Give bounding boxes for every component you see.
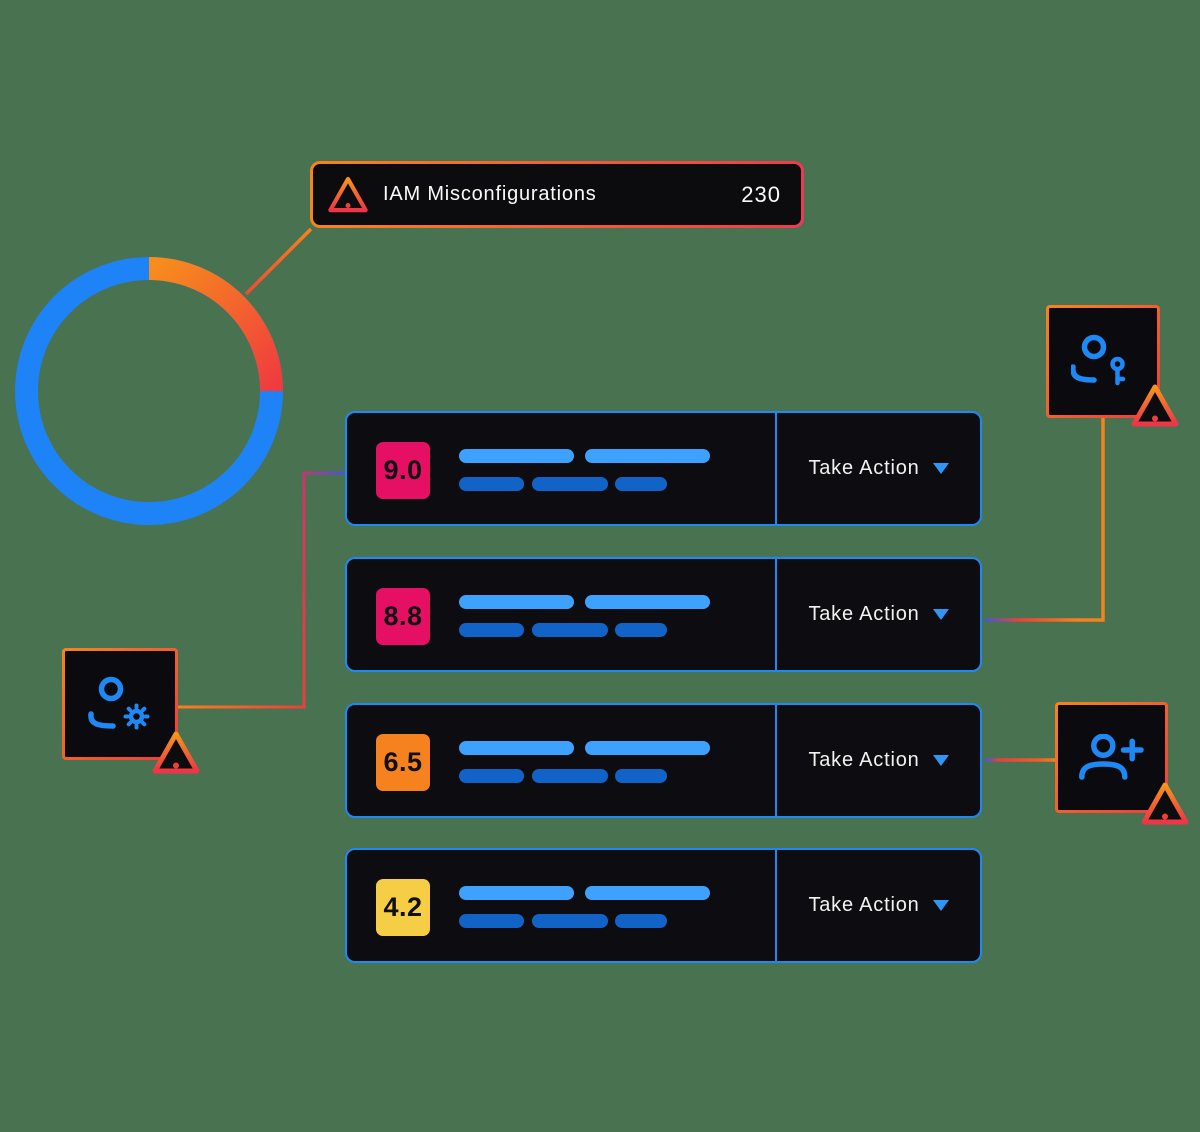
skeleton-bar — [532, 914, 608, 928]
skeleton-bar — [459, 477, 524, 491]
warning-icon — [1141, 782, 1189, 825]
skeleton-bar — [459, 449, 574, 463]
card-divider — [775, 413, 777, 524]
skeleton-bar — [615, 477, 667, 491]
iam-tile-user-key — [1046, 305, 1179, 427]
user-plus-icon — [1078, 733, 1144, 780]
severity-score-badge: 4.2 — [376, 879, 430, 936]
skeleton-bar — [459, 623, 524, 637]
take-action-button[interactable]: Take Action — [777, 413, 980, 524]
skeleton-bar — [585, 741, 710, 755]
card-divider — [775, 705, 777, 816]
skeleton-bar — [532, 769, 608, 783]
user-gear-icon — [88, 676, 150, 730]
chevron-down-icon — [932, 755, 949, 766]
card-divider — [775, 559, 777, 670]
iam-tile-user-gear — [62, 648, 200, 774]
take-action-button[interactable]: Take Action — [777, 559, 980, 670]
take-action-label: Take Action — [808, 749, 920, 771]
warning-icon — [1131, 384, 1179, 427]
connector-gear-tile-to-card1 — [177, 471, 346, 709]
warning-icon — [152, 731, 200, 774]
finding-card-2: 8.8 Take Action — [345, 557, 982, 672]
finding-card-3: 6.5 Take Action — [345, 703, 982, 818]
iam-tile-user-plus — [1055, 702, 1189, 825]
alert-banner[interactable]: IAM Misconfigurations 230 — [310, 161, 804, 228]
severity-score-badge: 6.5 — [376, 734, 430, 791]
take-action-button[interactable]: Take Action — [777, 705, 980, 816]
skeleton-bar — [615, 623, 667, 637]
take-action-label: Take Action — [808, 603, 920, 625]
donut-segment-misconfigurations — [148, 257, 283, 392]
chevron-down-icon — [932, 900, 949, 911]
skeleton-bar — [585, 886, 710, 900]
finding-card-4: 4.2 Take Action — [345, 848, 982, 963]
chevron-down-icon — [932, 463, 949, 474]
take-action-button[interactable]: Take Action — [777, 850, 980, 961]
severity-score-badge: 8.8 — [376, 588, 430, 645]
skeleton-bar — [459, 886, 574, 900]
skeleton-bar — [615, 914, 667, 928]
risk-donut-chart — [15, 257, 283, 525]
skeleton-bar — [459, 769, 524, 783]
skeleton-bar — [459, 595, 574, 609]
skeleton-bar — [532, 623, 608, 637]
take-action-label: Take Action — [808, 457, 920, 479]
card-divider — [775, 850, 777, 961]
skeleton-bar — [585, 449, 710, 463]
chevron-down-icon — [932, 609, 949, 620]
severity-score-badge: 9.0 — [376, 442, 430, 499]
finding-card-1: 9.0 Take Action — [345, 411, 982, 526]
skeleton-bar — [615, 769, 667, 783]
user-key-icon — [1071, 334, 1126, 385]
skeleton-bar — [585, 595, 710, 609]
alert-label: IAM Misconfigurations — [383, 183, 597, 205]
connector-key-tile-to-card2 — [985, 418, 1105, 622]
alert-count: 230 — [741, 181, 781, 207]
take-action-label: Take Action — [808, 894, 920, 916]
skeleton-bar — [459, 914, 524, 928]
connector-donut-to-banner — [244, 227, 313, 296]
warning-icon — [328, 176, 368, 212]
skeleton-bar — [459, 741, 574, 755]
skeleton-bar — [532, 477, 608, 491]
